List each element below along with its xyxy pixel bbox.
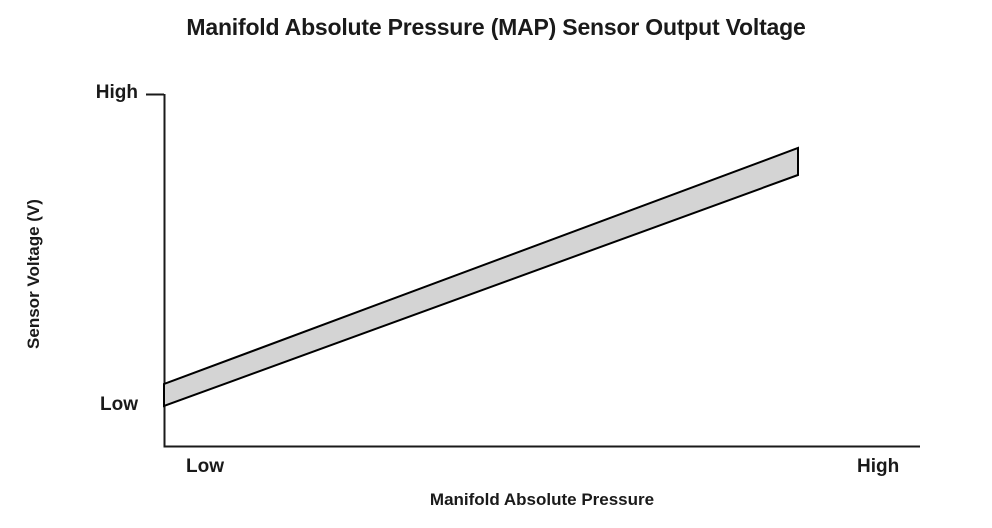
x-axis-tick-label-low: Low xyxy=(186,456,224,477)
x-axis-title: Manifold Absolute Pressure xyxy=(429,490,655,509)
x-axis-tick-label-high: High xyxy=(857,456,900,477)
y-axis-tick-label-low: Low xyxy=(100,394,138,415)
y-axis-tick-label-high: High xyxy=(95,82,138,103)
sensor-output-range-band xyxy=(163,146,799,408)
chart-title: Manifold Absolute Pressure (MAP) Sensor … xyxy=(186,14,806,40)
